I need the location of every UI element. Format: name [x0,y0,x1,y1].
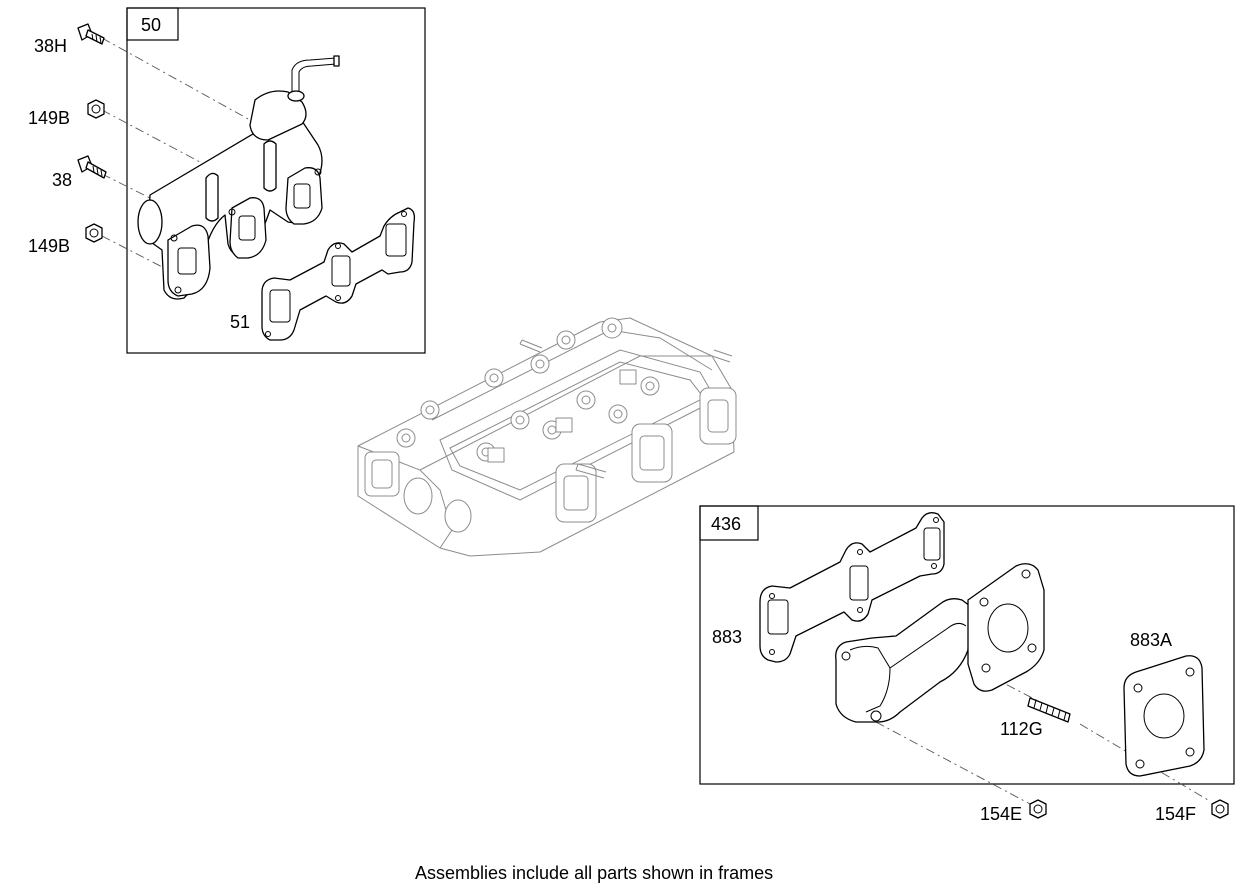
upper-leader-lines [101,37,251,273]
callout-112g: 112G [1000,719,1043,739]
exhaust-manifold [137,55,340,300]
gasket-883a [1123,655,1205,777]
callout-38: 38 [52,170,72,190]
frame-50-label: 50 [141,15,161,35]
nut-149b-bottom [85,223,103,243]
bolt-38h [77,23,105,45]
callout-883a: 883A [1130,630,1172,650]
exhaust-elbow [835,563,1045,723]
assemblies-caption: Assemblies include all parts shown in fr… [415,863,773,883]
frame-50: 50 [126,7,426,354]
callout-51: 51 [230,312,250,332]
callout-154e: 154E [980,804,1022,824]
nut-154f [1211,799,1229,819]
frame-436-label: 436 [711,514,741,534]
gasket-51 [261,207,416,341]
callout-149b-bottom: 149B [28,236,70,256]
bolt-38 [77,155,107,179]
callout-149b-top: 149B [28,108,70,128]
callout-38h: 38H [34,36,67,56]
callout-154f: 154F [1155,804,1196,824]
stud-112g [1027,697,1071,723]
nut-154e [1029,799,1047,819]
nut-149b-top [87,99,105,119]
frame-436: 436 [699,505,1235,785]
cylinder-head [357,317,737,557]
callout-883: 883 [712,627,742,647]
gasket-883 [759,512,945,663]
lower-leader-lines [875,675,1209,805]
